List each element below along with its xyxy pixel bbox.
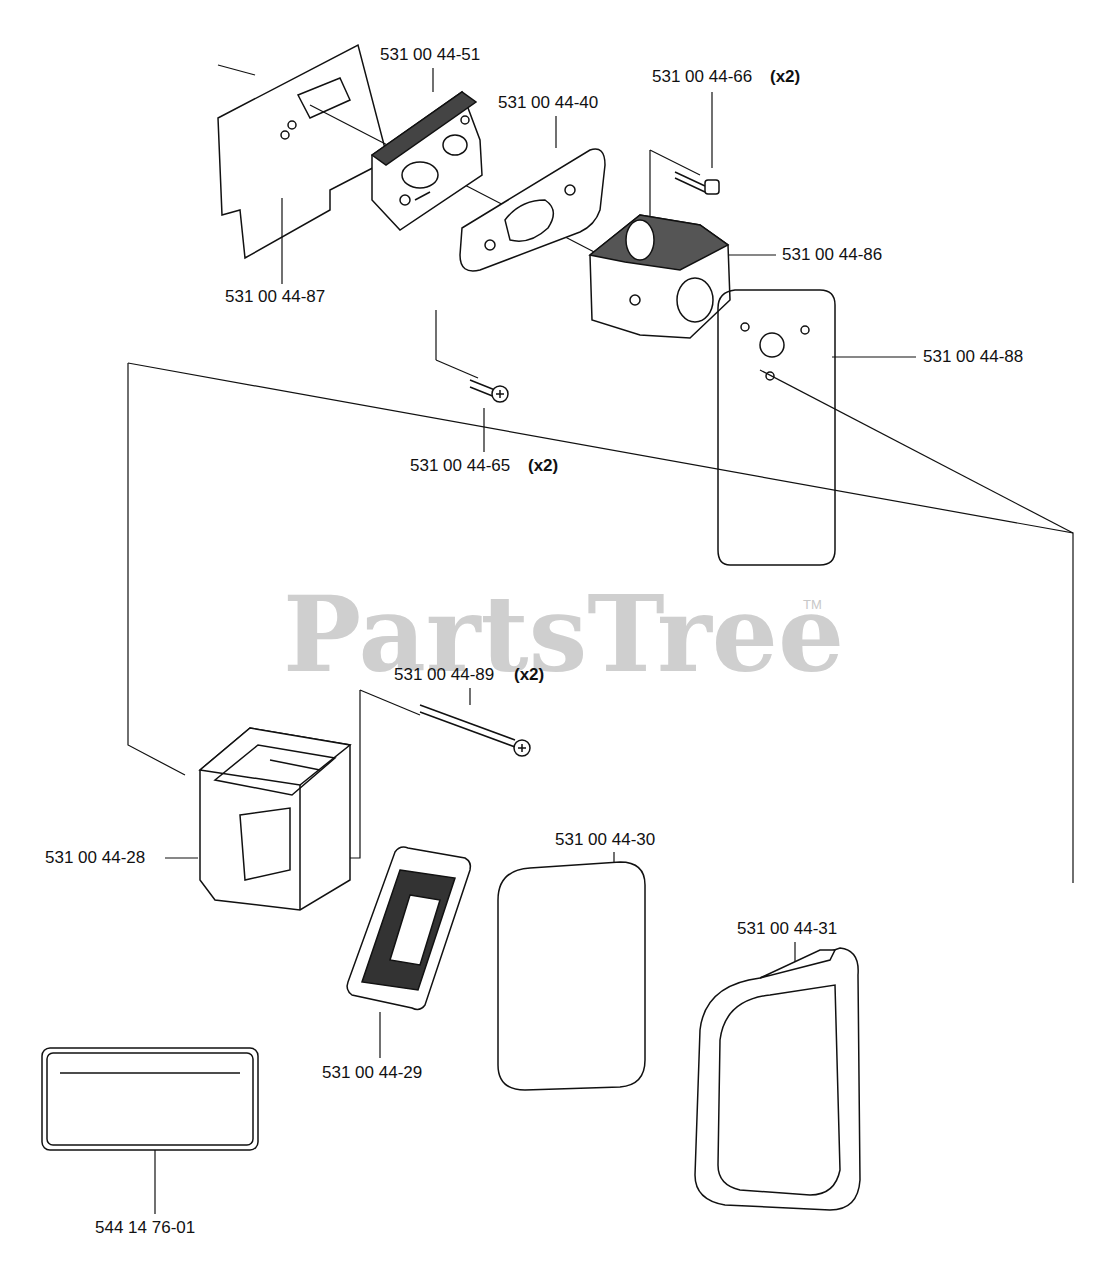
part-number: 531 00 44-29: [322, 1063, 422, 1083]
part-number: (x2): [514, 665, 544, 685]
part-number: 531 00 44-88: [923, 347, 1023, 367]
gasket: [460, 149, 605, 271]
part-number: (x2): [528, 456, 558, 476]
watermark: TM: [803, 595, 822, 615]
carburetor: [590, 215, 730, 338]
gasket: [718, 290, 835, 565]
part-number: 531 00 44-31: [737, 919, 837, 939]
part-number: 531 00 44-30: [555, 830, 655, 850]
part-number: 531 00 44-86: [782, 245, 882, 265]
air-filter-housing: [200, 728, 350, 910]
part-number: 531 00 44-40: [498, 93, 598, 113]
filter-screen: [347, 847, 470, 1009]
leader-line: [155, 68, 916, 1214]
part-number: 531 00 44-28: [45, 848, 145, 868]
part-number: 531 00 44-66: [652, 67, 752, 87]
part-number: 531 00 44-87: [225, 287, 325, 307]
insulator-block: [372, 92, 482, 230]
assembly-line: [128, 65, 1073, 883]
part-number: 531 00 44-51: [380, 45, 480, 65]
part-number: 531 00 44-65: [410, 456, 510, 476]
screw: [470, 380, 508, 402]
screw: [420, 705, 530, 756]
part-number: 531 00 44-89: [394, 665, 494, 685]
screw: [675, 172, 719, 194]
decal: [42, 1048, 258, 1150]
part-number: 544 14 76-01: [95, 1218, 195, 1238]
part-number: (x2): [770, 67, 800, 87]
gasket: [218, 45, 388, 258]
watermark: PartsTree: [283, 580, 844, 690]
air-filter-cover: [695, 948, 860, 1210]
air-filter: [498, 862, 645, 1090]
